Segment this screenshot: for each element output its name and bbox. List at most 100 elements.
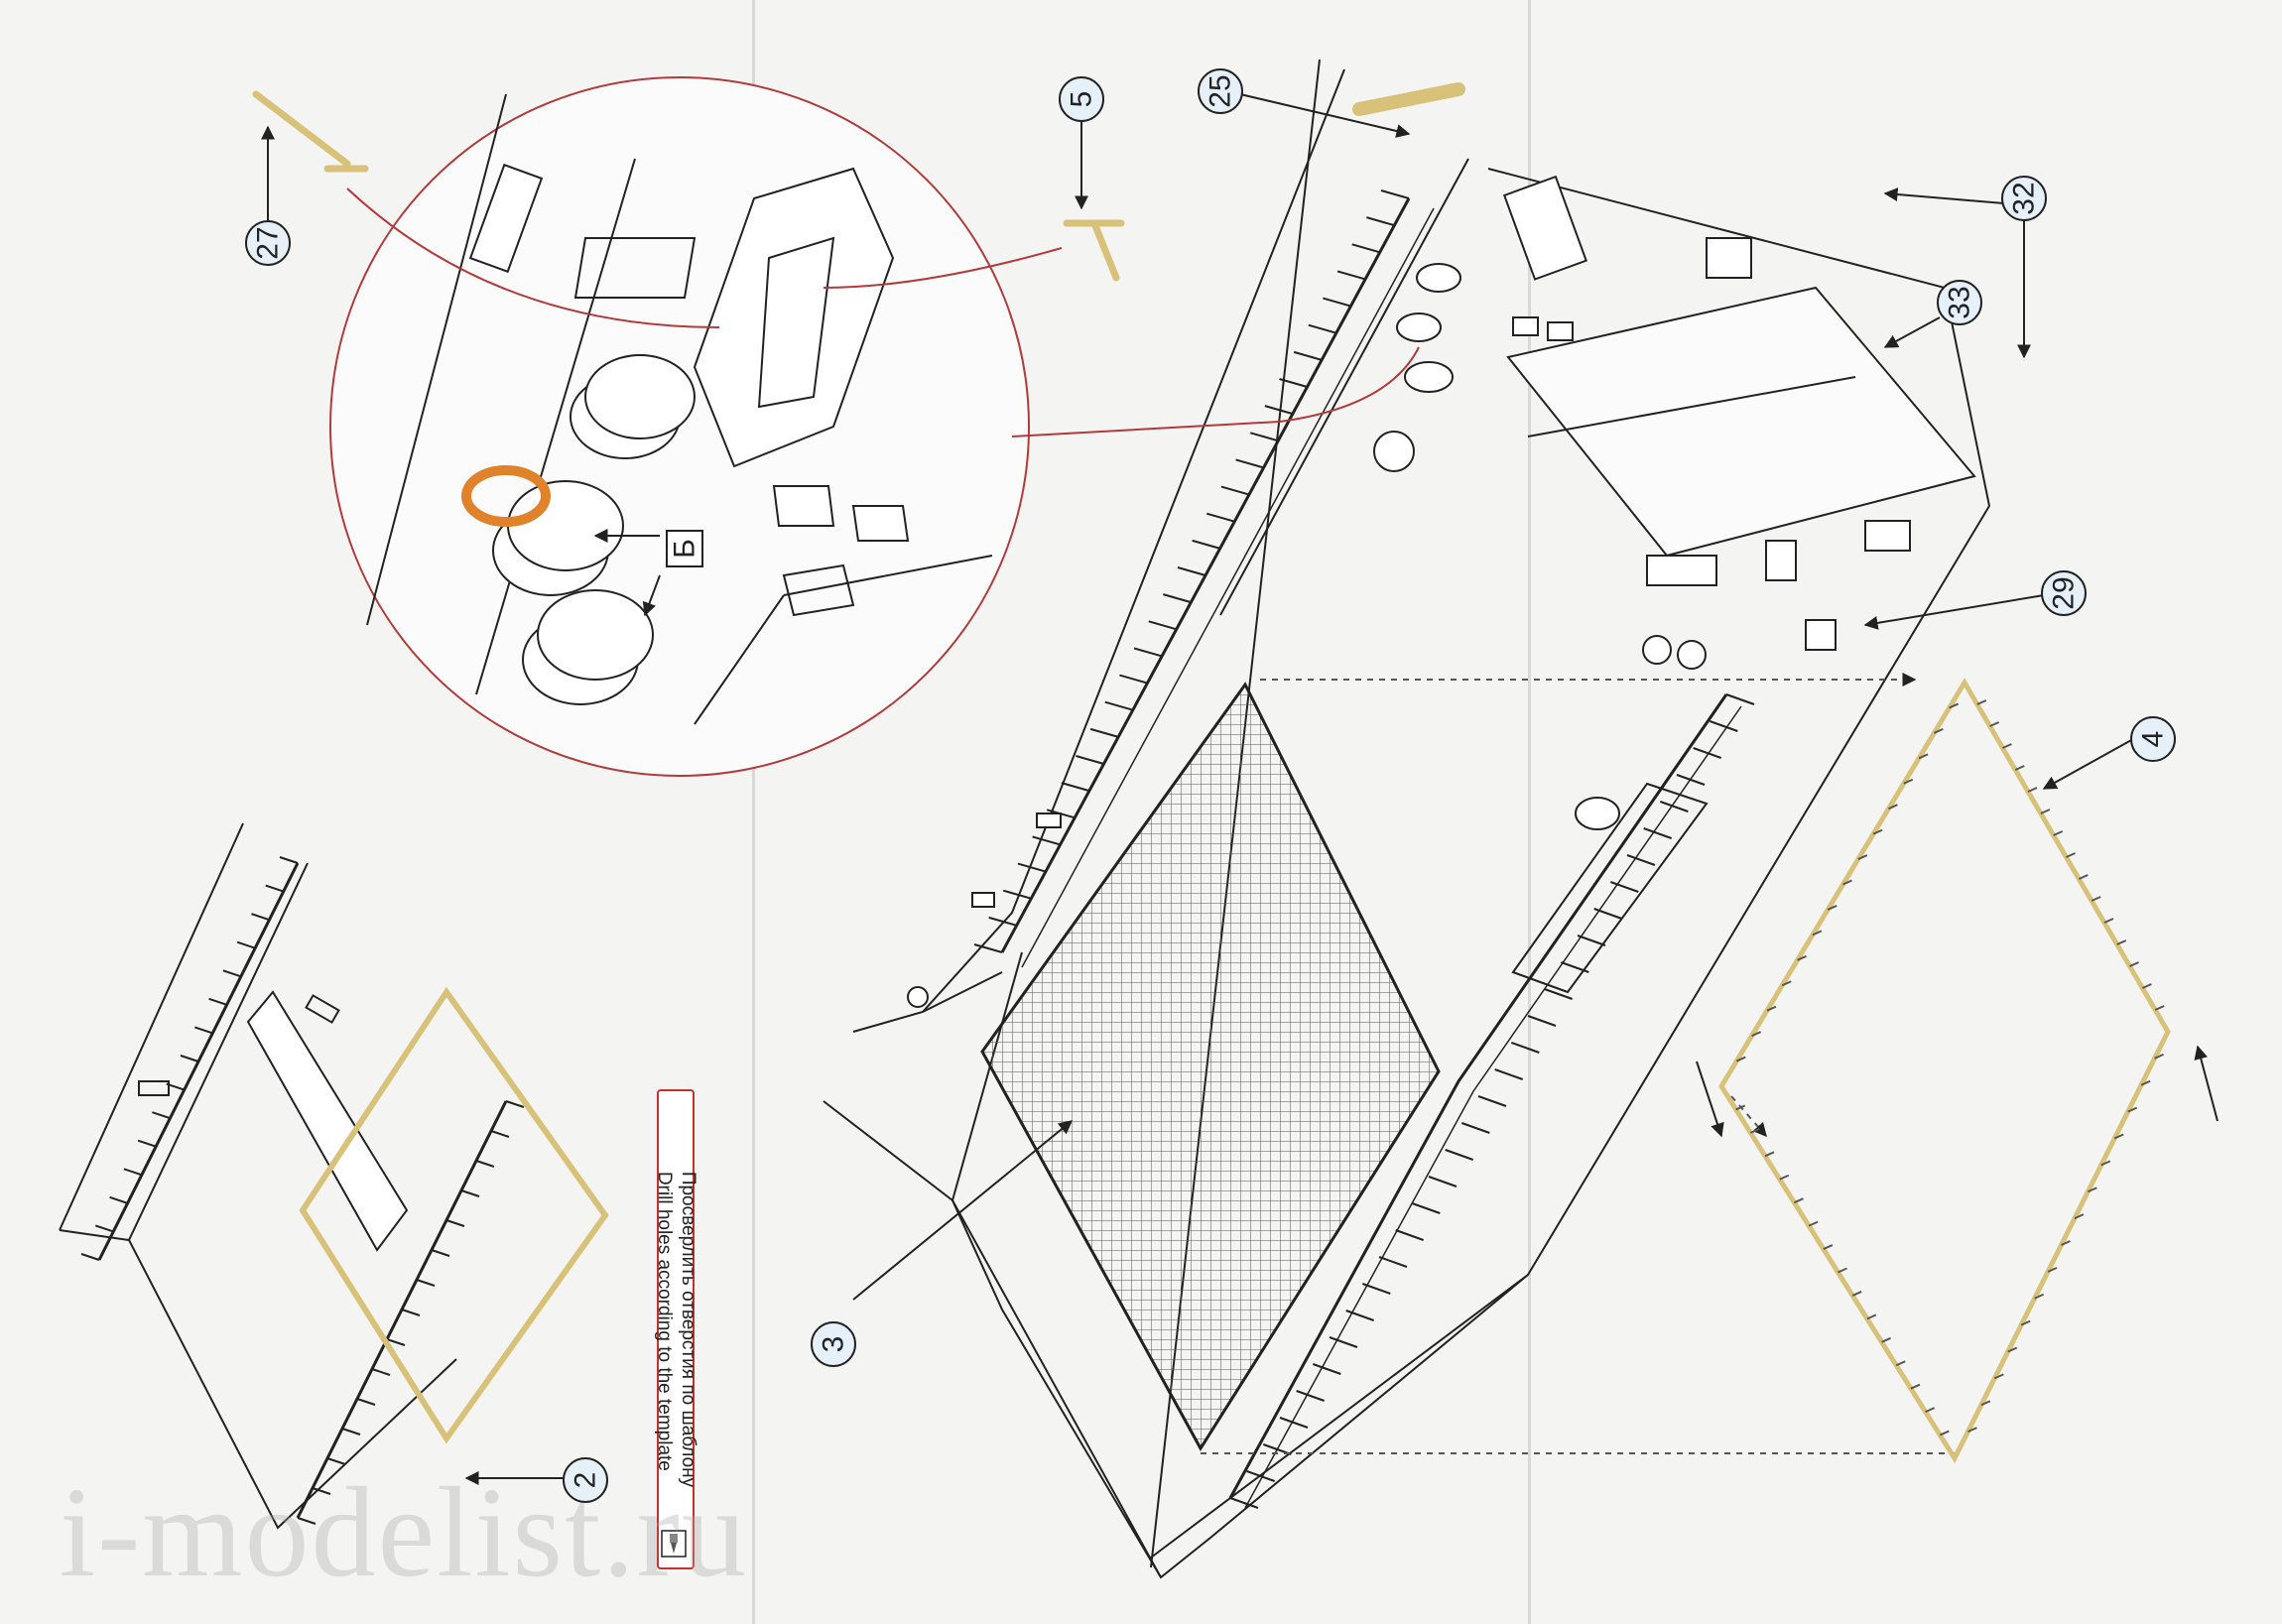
stanchion [1659, 801, 1689, 812]
stanchion [1510, 1042, 1540, 1054]
stanchion [1345, 1310, 1375, 1321]
part-4-teeth [1735, 699, 2165, 1437]
template-tooth [1903, 778, 1914, 785]
stanchion [297, 1517, 317, 1525]
template-tooth [2113, 1133, 2124, 1140]
template-tooth [2074, 1213, 2085, 1220]
template-tooth [1838, 1267, 1847, 1274]
stanchion [1460, 1122, 1490, 1134]
lower-left-deck-view [59, 822, 508, 1530]
template-tooth [1872, 828, 1883, 835]
alignment-guides [1201, 673, 1955, 1454]
stanchion [341, 1428, 361, 1436]
stanchion [401, 1309, 421, 1316]
template-tooth [1779, 1174, 1790, 1181]
template-tooth [2027, 787, 2038, 793]
template-tooth [2129, 961, 2139, 967]
stanchion [460, 1189, 480, 1197]
drill-instruction-ru: Просверлить отверстия по шаблону [678, 1171, 698, 1488]
template-tooth [1781, 980, 1792, 987]
part-4-template [1718, 678, 2171, 1464]
stanchion [1709, 720, 1738, 732]
callout-32: 32 [2001, 176, 2047, 221]
watermark: i-modelist.ru [60, 1461, 748, 1604]
svg-text:27: 27 [252, 226, 285, 259]
template-tooth [1910, 1383, 1921, 1390]
callout-3: 3 [811, 1321, 856, 1367]
template-tooth [2078, 874, 2089, 880]
template-tooth [2020, 1319, 2031, 1326]
stanchion [1061, 782, 1090, 793]
template-tooth [1735, 1056, 1746, 1062]
stanchion [1312, 1363, 1341, 1375]
template-tooth [1918, 753, 1929, 760]
template-tooth [2053, 830, 2064, 836]
stanchion [109, 1195, 128, 1204]
template-tooth [1888, 804, 1898, 811]
template-tooth [1797, 954, 1807, 961]
stanchion [973, 943, 1003, 953]
stanchion [94, 1224, 114, 1233]
template-tooth [2061, 1240, 2071, 1246]
stanchion [416, 1279, 436, 1287]
template-tooth [1751, 1031, 1762, 1038]
template-tooth [2040, 809, 2051, 814]
stanchion [1229, 1497, 1259, 1509]
callout-33: 33 [1937, 280, 1982, 325]
svg-text:25: 25 [1204, 74, 1237, 107]
template-tooth [2154, 1053, 2164, 1060]
stanchion [1351, 243, 1380, 254]
template-tooth [1857, 854, 1868, 860]
fold-crease [1528, 0, 1531, 1624]
stanchion [1017, 862, 1047, 873]
callout-29: 29 [2041, 570, 2087, 616]
stanchion [386, 1338, 406, 1346]
stanchion [988, 916, 1017, 927]
template-tooth [1794, 1197, 1804, 1204]
stanchion [1395, 1229, 1425, 1241]
template-tooth [1842, 879, 1852, 886]
stanchion [445, 1219, 465, 1227]
template-tooth [1967, 1427, 1977, 1434]
stanchion [1246, 1470, 1276, 1482]
template-tooth [2154, 1005, 2165, 1011]
stanchion [180, 1055, 199, 1062]
stanchion [1494, 1068, 1524, 1080]
stanchion [1264, 405, 1294, 416]
template-tooth [2100, 1160, 2111, 1167]
stanchion [123, 1168, 143, 1177]
svg-text:2: 2 [570, 1472, 602, 1489]
template-tooth [2103, 918, 2114, 924]
stanchion [1477, 1095, 1507, 1107]
template-tooth [1812, 930, 1823, 937]
stanchion [1593, 908, 1623, 920]
stanchion [431, 1249, 450, 1257]
stanchion [80, 1253, 100, 1261]
stanchion [1676, 774, 1706, 786]
template-tooth [1976, 699, 1987, 705]
stanchion [1235, 458, 1264, 469]
template-tooth [2014, 765, 2025, 771]
stanchion [1308, 323, 1337, 334]
stanchion [1220, 485, 1250, 496]
drill-instruction-en: Drill holes according to the template [654, 1171, 675, 1471]
template-tooth [1827, 905, 1838, 911]
stanchion [1725, 693, 1755, 705]
helideck-grating [980, 682, 1441, 1451]
template-tooth [1749, 1127, 1760, 1134]
fold-crease [752, 0, 755, 1624]
stanchion [1380, 189, 1410, 199]
stanchion [1411, 1202, 1441, 1214]
svg-text:3: 3 [818, 1336, 850, 1353]
stanchion [1361, 1283, 1391, 1295]
stanchion [1577, 935, 1606, 946]
stanchion [1104, 700, 1134, 711]
template-tooth [2007, 1346, 2018, 1353]
template-tooth [2002, 743, 2012, 749]
stanchion [208, 997, 227, 1006]
template-tooth [1764, 1151, 1775, 1158]
template-tooth [1881, 1336, 1891, 1343]
drill-instruction-text: Просверлить отверстия по шаблону Drill h… [652, 1172, 699, 1487]
svg-text:Б: Б [669, 539, 701, 559]
